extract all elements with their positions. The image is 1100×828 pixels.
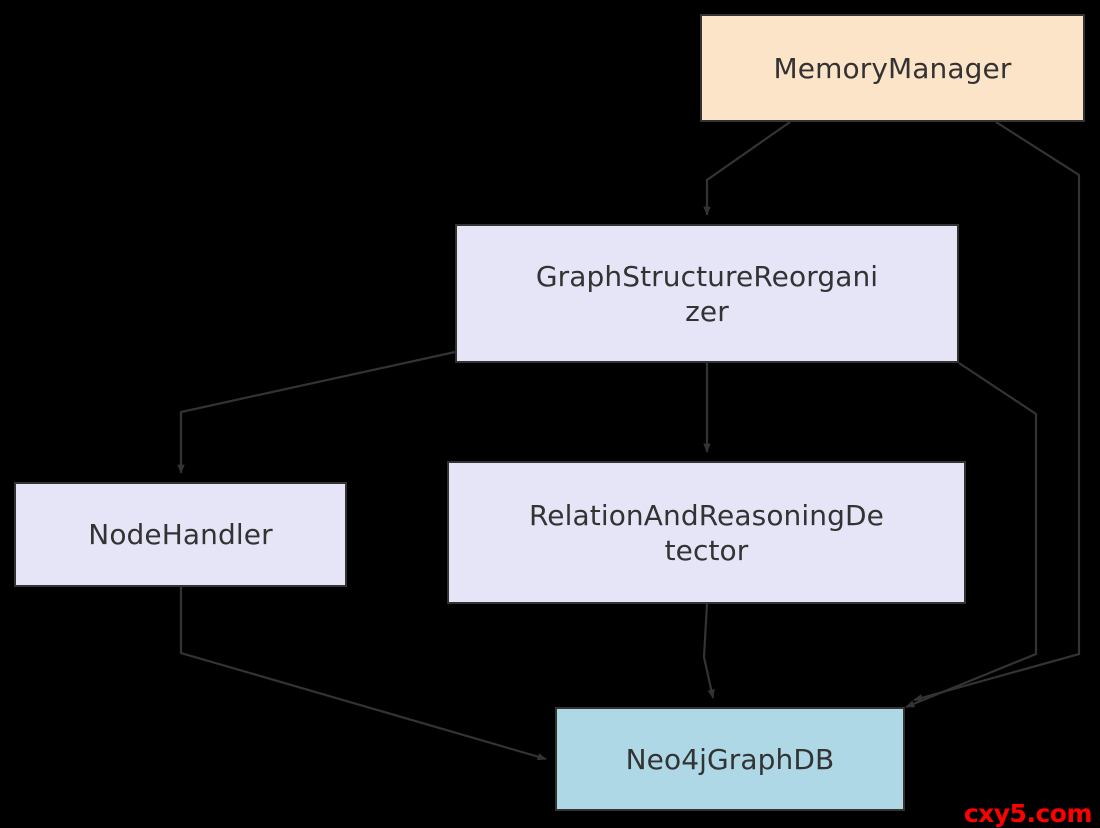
- edge-memorymanager-neo4jgraphdb: [913, 121, 1081, 702]
- edge-memorymanager-graphstructurereorganizer: [703, 121, 791, 216]
- edge-graphstructurereorganizer-nodehandler: [177, 350, 456, 474]
- edge-relationandreasoningdetector-neo4jgraphdb: [702, 603, 715, 699]
- edge-nodehandler-neo4jgraphdb: [179, 587, 547, 761]
- node-nodehandler[interactable]: NodeHandler: [14, 482, 347, 587]
- node-graphstructurereorganizer[interactable]: GraphStructureReorgani zer: [455, 224, 959, 363]
- node-relationandreasoningdetector[interactable]: RelationAndReasoningDe tector: [447, 461, 966, 604]
- node-nodehandler-label: NodeHandler: [88, 518, 273, 551]
- node-memorymanager-label: MemoryManager: [773, 51, 1012, 85]
- node-memorymanager[interactable]: MemoryManager: [700, 14, 1085, 122]
- node-relationandreasoningdetector-label: RelationAndReasoningDe tector: [528, 498, 884, 567]
- watermark: cxy5.com: [963, 799, 1093, 828]
- node-graphstructurereorganizer-label: GraphStructureReorgani zer: [535, 259, 879, 328]
- node-neo4jgraphdb-label: Neo4jGraphDB: [625, 742, 835, 776]
- node-neo4jgraphdb[interactable]: Neo4jGraphDB: [555, 707, 905, 811]
